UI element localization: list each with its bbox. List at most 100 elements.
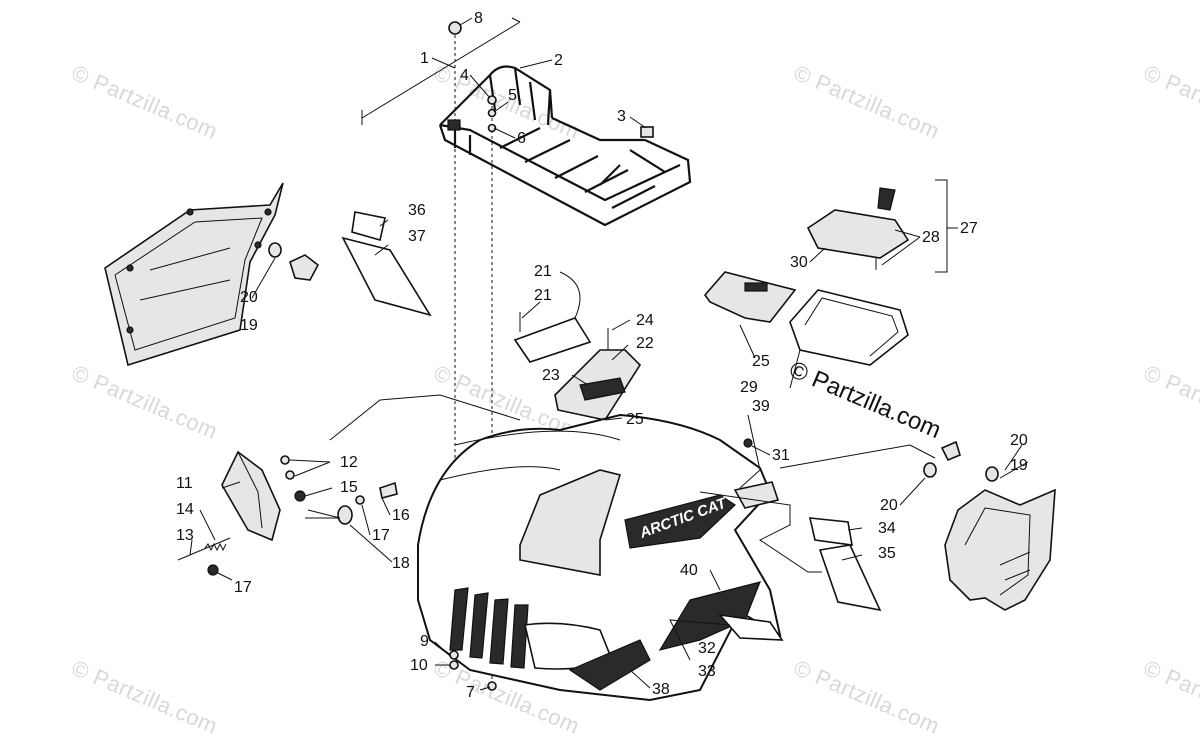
panel-screw [264,208,272,216]
box-27 [789,289,909,366]
washer-9 [449,650,459,660]
callout: 31 [772,447,790,464]
callout: 21 [534,263,552,280]
callout: 30 [790,254,808,271]
nut-10 [449,660,459,670]
panel-screw [126,326,134,334]
nut-7 [487,681,497,691]
side-panel-right-vents [999,551,1031,581]
lid-21 [513,317,592,363]
lid-30 [806,209,910,259]
storage-parts [513,312,642,421]
latch-29 [877,187,896,211]
callout: 25 [626,411,644,428]
callout: 39 [752,398,770,415]
front-body: ARCTIC CAT [417,413,784,702]
bushing-18 [337,505,353,525]
callout: 37 [408,228,426,245]
callout: 34 [878,520,896,537]
hood-recess [519,469,622,576]
panel-screw [186,208,194,216]
callout: 12 [340,454,358,471]
callout: 23 [542,367,560,384]
side-graphic-38 [568,639,651,691]
grommet-20 [268,242,282,258]
bracket-28 [935,179,948,273]
grommet-20-right-b [923,462,937,478]
fender-tab-32 [717,613,784,641]
bracket-24-plate [579,377,626,401]
washer-5 [487,108,497,118]
callout: 7 [466,684,475,701]
side-panel-right-inner [964,507,1031,596]
callout: 13 [176,527,194,544]
callout: 3 [617,108,626,125]
callout: 20 [880,497,898,514]
brand-decal [624,494,736,549]
decal-34 [808,517,853,546]
panel-nut [289,254,320,281]
screw-12b [285,470,295,480]
callout: 5 [508,87,517,104]
callout: 24 [636,312,654,329]
callout: 20 [240,289,258,306]
callout: 8 [474,10,483,27]
callout: 6 [517,130,526,147]
callout: 25 [752,353,770,370]
lid-assembly [806,179,948,273]
light-pod [177,450,398,576]
callout: 14 [176,501,194,518]
callout: 35 [878,545,896,562]
spring-14 [204,542,227,552]
callout: 29 [740,379,758,396]
callout: 10 [410,657,428,674]
clip-31 [743,438,753,448]
callout: 20 [1010,432,1028,449]
callout: 17 [372,527,390,544]
panel-26 [703,271,797,323]
right-side-panel [808,440,1056,612]
callout: 17 [234,579,252,596]
callout: 36 [408,202,426,219]
grommet-20-right [985,466,999,482]
front-rack [361,17,692,680]
nut-6 [487,123,497,133]
callout: 9 [420,633,429,650]
callout: 33 [698,663,716,680]
callout: 15 [340,479,358,496]
callout: 32 [698,640,716,657]
decals-36-37 [341,211,432,317]
pod-11 [221,450,281,542]
callout: 4 [460,67,469,84]
bracket-line-1 [361,21,521,119]
bolt-8 [448,21,462,35]
rack-rear-loop [488,67,552,126]
decal-35 [818,544,882,612]
callout: 27 [960,220,978,237]
storage-box [703,271,909,366]
callout: 11 [176,475,193,492]
side-panel-19 [104,182,284,367]
side-panel-inner [114,217,263,351]
bracket-ticks [361,17,521,125]
leader-lines [189,17,1029,691]
rack-frame [438,65,692,227]
bolt-16 [379,481,398,499]
panel-screw [126,264,134,272]
callout: 40 [680,562,698,579]
side-panel-detail [139,247,231,301]
nut-20-right [940,440,961,462]
grille [449,587,529,669]
washer-17b [207,564,219,576]
callout: 28 [922,229,940,246]
box-27-rim [804,297,899,357]
side-graphic-40 [658,581,761,651]
callout: 16 [392,507,410,524]
rack-clip [447,119,461,131]
decal-36 [351,211,386,242]
callout: 21 [534,287,552,304]
side-panel-19-right [944,488,1056,611]
callout: 2 [554,52,563,69]
